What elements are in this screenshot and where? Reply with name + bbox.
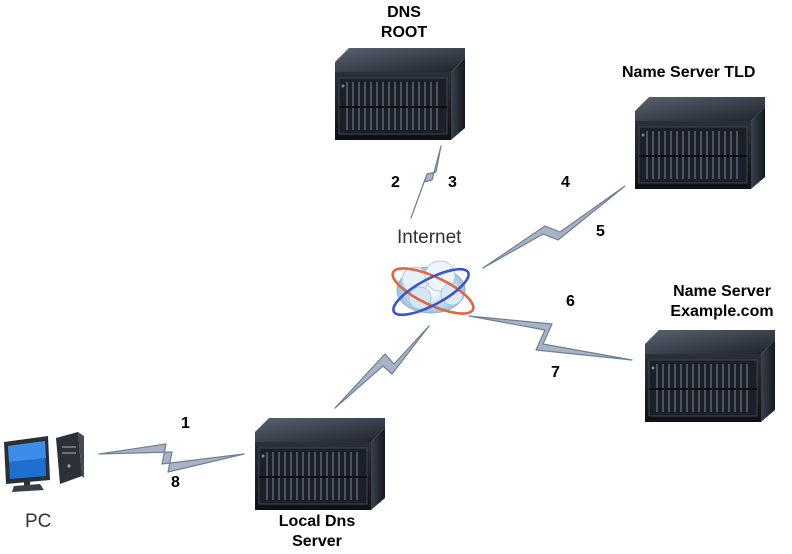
internet-cloud-icon — [391, 260, 475, 317]
example-line2: Example.com — [670, 303, 774, 320]
dns-root-line2: ROOT — [380, 24, 428, 41]
internet-label: Internet — [397, 227, 462, 248]
step-5: 5 — [596, 223, 605, 240]
link-internet-tld — [482, 185, 626, 269]
link-root-internet — [410, 145, 442, 219]
example-line1: Name Server — [673, 283, 771, 300]
server-local-dns-icon — [254, 417, 386, 511]
server-dns-root-icon — [334, 47, 466, 141]
step-6: 6 — [566, 293, 575, 310]
local-dns-line1: Local Dns — [278, 513, 356, 530]
link-internet-example — [468, 315, 633, 361]
dns-root-line1: DNS — [387, 4, 421, 21]
server-example-icon — [644, 329, 776, 423]
local-dns-label: Local Dns Server — [262, 512, 372, 552]
pc-label: PC — [25, 511, 52, 532]
step-1: 1 — [181, 415, 190, 432]
server-tld-icon — [634, 96, 766, 190]
step-8: 8 — [171, 474, 180, 491]
step-4: 4 — [561, 174, 570, 191]
link-local-internet — [334, 325, 430, 409]
step-2: 2 — [391, 174, 400, 191]
step-3: 3 — [448, 174, 457, 191]
step-7: 7 — [551, 364, 560, 381]
example-label: Name Server Example.com — [656, 282, 788, 322]
tld-label: Name Server TLD — [622, 64, 756, 81]
link-pc-local — [98, 443, 245, 473]
pc-icon — [4, 432, 84, 492]
dns-root-label: DNS ROOT — [364, 3, 444, 43]
local-dns-line2: Server — [292, 533, 342, 550]
